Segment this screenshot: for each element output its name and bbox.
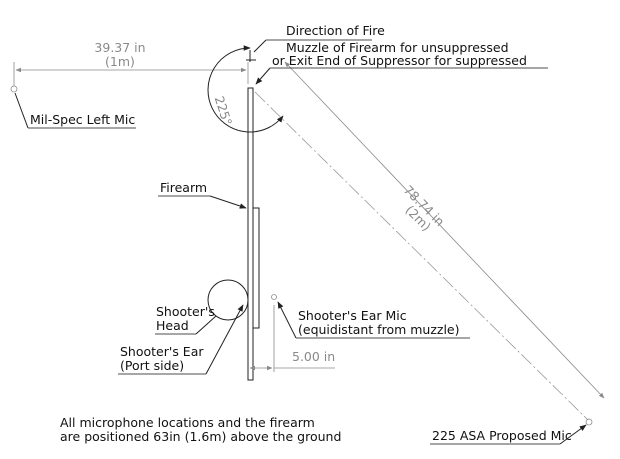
shooter-head-circle (207, 279, 249, 321)
ear-label-line2: (Port side) (120, 358, 184, 373)
left-mic-label: Mil-Spec Left Mic (30, 112, 135, 127)
note-line1: All microphone locations and the firearm (60, 415, 315, 430)
proposed-mic-marker (585, 418, 593, 426)
head-label-line1: Shooter's (156, 304, 215, 319)
firearm-body (252, 207, 260, 329)
muzzle-leader (255, 67, 271, 85)
head-label-line2: Head (156, 318, 189, 333)
left-mic-marker (10, 85, 18, 93)
angle-label: 225° (212, 94, 236, 127)
firearm-label: Firearm (160, 180, 207, 195)
proposed-mic-leader (559, 424, 587, 445)
angle-arc (207, 45, 284, 133)
diagonal-dimension-line (284, 61, 605, 399)
head-leader (195, 315, 217, 335)
ear-label-line1: Shooter's Ear (120, 344, 204, 359)
muzzle-label-line2: or Exit End of Suppressor for suppressed (272, 53, 527, 68)
direction-of-fire-label: Direction of Fire (286, 23, 385, 38)
muzzle-to-mic-centerline (254, 91, 589, 421)
ear-mic-label-line1: Shooter's Ear Mic (298, 308, 407, 323)
ear-mic-label-line2: (equidistant from muzzle) (298, 322, 460, 337)
left-distance-in: 39.37 in (94, 40, 145, 55)
note-line2: are positioned 63in (1.6m) above the gro… (60, 429, 341, 444)
muzzle-label-line1: Muzzle of Firearm for unsuppressed (286, 40, 509, 55)
ear-leader (205, 304, 244, 375)
ear-offset-label: 5.00 in (292, 349, 335, 364)
proposed-mic-label: 225 ASA Proposed Mic (432, 428, 572, 443)
direction-leader (253, 39, 267, 53)
left-distance-m: (1m) (105, 54, 135, 69)
firearm-leader (209, 195, 247, 209)
ear-mic-leader (277, 301, 297, 339)
left-mic-leader (14, 92, 29, 129)
ear-mic-marker (271, 294, 277, 300)
